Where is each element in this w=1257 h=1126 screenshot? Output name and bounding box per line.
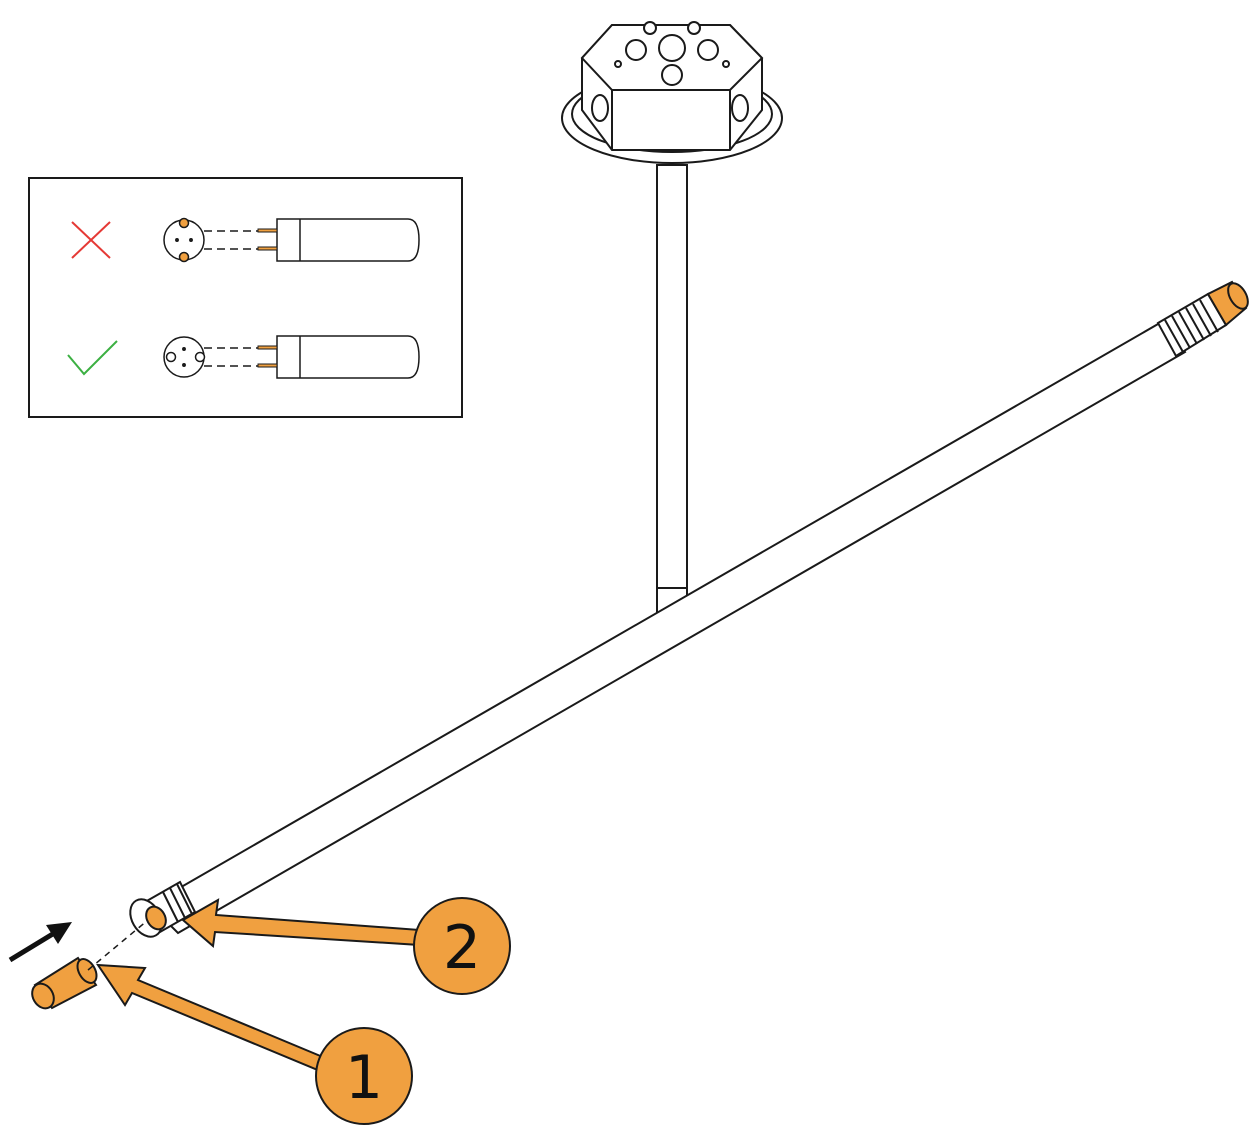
right-threaded-end [1156,292,1228,358]
tube-correct-orientation [204,335,420,379]
junction-box [561,21,783,164]
led-tube [129,280,1249,938]
hanging-stem [656,164,688,621]
callout-2-number: 2 [443,913,481,983]
cross-icon [71,221,111,259]
check-icon [67,340,118,376]
insert-direction-arrow [8,922,72,963]
end-cap [31,956,98,1010]
callout-1-number: 1 [345,1043,383,1113]
socket-wrong-orientation [163,217,205,263]
callout-arrow-1 [96,963,332,1075]
left-socket-pin [145,905,167,931]
alignment-line [87,919,149,971]
right-end-cap [1206,280,1249,327]
tube-wrong-orientation [204,218,420,262]
callout-2: 2 [413,897,511,995]
incorrect-row [71,217,420,263]
callout-1: 1 [315,1027,413,1125]
socket-correct-orientation [163,336,206,378]
correct-row [67,335,420,379]
orientation-inset [28,177,463,418]
